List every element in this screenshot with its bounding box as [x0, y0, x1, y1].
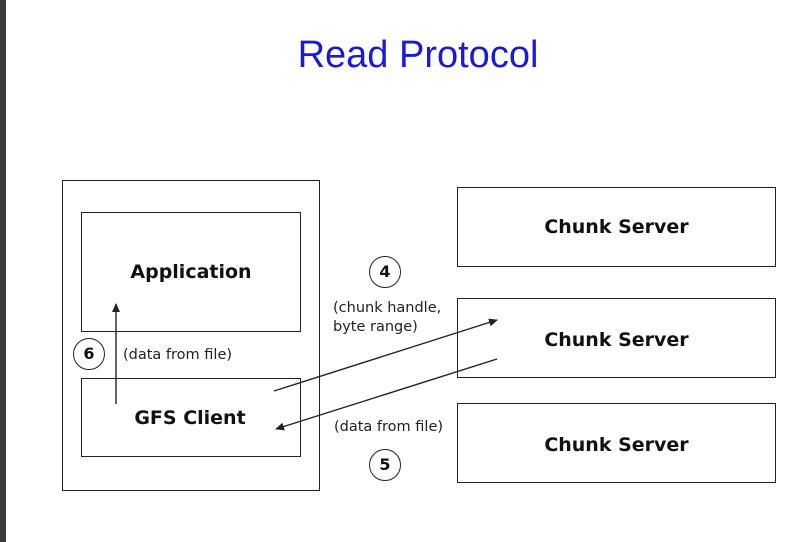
- chunk-server-box: Chunk Server: [457, 403, 776, 483]
- step-4-label-line1: (chunk handle,: [333, 300, 442, 316]
- step-4-circle: 4: [369, 256, 401, 288]
- arrow-data-to-client: [275, 358, 498, 431]
- step-6-circle: 6: [73, 338, 105, 370]
- chunk-server-label: Chunk Server: [544, 434, 689, 456]
- step-5-label: (data from file): [334, 419, 444, 435]
- step-6-label: (data from file): [123, 347, 233, 363]
- slide-title: Read Protocol: [297, 34, 539, 76]
- step-5-circle: 5: [369, 449, 401, 481]
- arrow-request-to-chunk-server: [273, 318, 498, 392]
- gfs-client-box: GFS Client: [81, 378, 301, 457]
- window-edge: [0, 0, 6, 542]
- gfs-client-label: GFS Client: [134, 407, 246, 429]
- application-label: Application: [130, 261, 252, 283]
- chunk-server-box: Chunk Server: [457, 298, 776, 378]
- step-4-label-line2: byte range): [333, 319, 418, 335]
- application-box: Application: [81, 212, 301, 332]
- chunk-server-box: Chunk Server: [457, 187, 776, 267]
- chunk-server-label: Chunk Server: [544, 329, 689, 351]
- chunk-server-label: Chunk Server: [544, 216, 689, 238]
